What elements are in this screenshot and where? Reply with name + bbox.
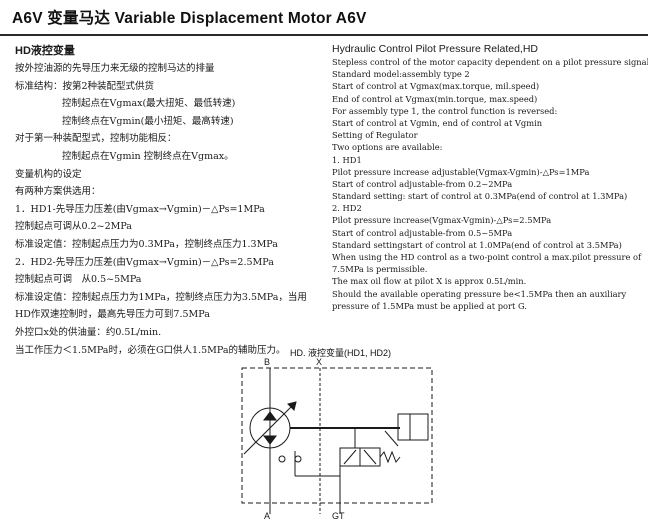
motor-arrow-top (263, 411, 277, 421)
en-line: 1. HD1 (332, 154, 362, 165)
en-line: Stepless control of the motor capacity d… (332, 57, 648, 67)
en-line: Should the available operating pressure … (332, 288, 627, 299)
en-line: Start of control at Vgmax(max.torque, mi… (332, 81, 540, 92)
en-line: Standard setting: start of control at 0.… (332, 191, 628, 202)
cn-line: 标准设定值：控制起点压力为0.3MPa，控制终点压力1.3MPa (15, 238, 278, 250)
page-title: A6V 变量马达 Variable Displacement Motor A6V (12, 10, 367, 27)
cn-line: 按外控油源的先导压力来无级的控制马达的排量 (15, 63, 215, 74)
en-line: Start of control at Vgmin, end of contro… (332, 117, 543, 128)
cn-line: 外控口x处的供油量：约0.5L/min. (15, 326, 162, 338)
cn-line: 控制起点可调从0.2~2MPa (15, 221, 132, 233)
en-line: Start of control adjustable-from 0.2~2MP… (332, 178, 513, 189)
cn-line: 控制起点在Vgmax(最大扭矩、最低转速) (62, 98, 236, 110)
en-line: 2. HD2 (332, 203, 362, 214)
motor-arrow-bottom (263, 435, 277, 445)
en-line: Setting of Regulator (332, 130, 418, 141)
port-x-label: X (316, 357, 322, 367)
en-lines: Stepless control of the motor capacity d… (332, 56, 648, 312)
en-line: When using the HD control as a two-point… (332, 252, 642, 262)
cn-line: 标准设定值：控制起点压力为1MPa，控制终点压力为3.5MPa，当用 (15, 291, 307, 303)
en-line: Two options are available: (332, 142, 443, 153)
diagram-title: HD. 液控变量(HD1, HD2) (290, 348, 392, 358)
cn-line: 控制终点在Vgmin(最小扭矩、最高转速) (62, 115, 234, 127)
variable-arrow (243, 401, 297, 455)
cn-line: 2．HD2-先导压力压差(由Vgmax→Vgmin)－△Ps=2.5MPa (15, 256, 274, 268)
cn-lines: 按外控油源的先导压力来无级的控制马达的排量标准结构：按第2种装配型式供货控制起点… (15, 60, 325, 359)
en-line: The max oil flow at pilot X is approx 0.… (332, 276, 527, 287)
cn-line: 对于第一种装配型式，控制功能相反： (15, 133, 177, 145)
hydraulic-schematic: B X A GT (241, 357, 433, 521)
port-b-label: B (264, 357, 270, 367)
en-line: Standard settingstart of control at 1.0M… (332, 239, 622, 250)
control-cylinder (397, 413, 429, 441)
english-description: Hydraulic Control Pilot Pressure Related… (332, 42, 648, 312)
en-line: For assembly type 1, the control functio… (332, 105, 558, 116)
cn-line: 当工作压力＜1.5MPa时，必须在G口供人1.5MPa的辅助压力。 (15, 344, 286, 356)
cn-line: 控制起点可调 从0.5~5MPa (15, 274, 142, 286)
page-header: A6V 变量马达 Variable Displacement Motor A6V (0, 0, 648, 36)
en-line: pressure of 1.5MPa must be applied at po… (332, 300, 527, 311)
en-line: Pilot pressure increase adjustable(Vgmax… (332, 166, 590, 177)
cn-line: 标准结构：按第2种装配型式供货 (15, 80, 155, 92)
spring-symbol (379, 450, 401, 464)
en-line: Start of control adjustable-from 0.5~5MP… (332, 227, 513, 238)
cn-line: 1．HD1-先导压力压差(由Vgmax→Vgmin)－△Ps=1MPa (15, 203, 265, 215)
cn-line: 控制起点在Vgmin 控制终点在Vgmax。 (62, 150, 234, 162)
chinese-description: HD液控变量 按外控油源的先导压力来无级的控制马达的排量标准结构：按第2种装配型… (15, 42, 325, 359)
en-line: Pilot pressure increase(Vgmax-Vgmin)-△Ps… (332, 215, 552, 226)
section-title-cn: HD液控变量 (15, 45, 75, 57)
cn-line: 变量机构的设定 (15, 168, 82, 180)
en-line: Standard model:assembly type 2 (332, 69, 470, 80)
cn-line: HD作双速控制时，最高先导压力可到7.5MPa (15, 309, 210, 321)
control-enclosure (241, 367, 433, 504)
section-title-en: Hydraulic Control Pilot Pressure Related… (332, 43, 538, 55)
cn-line: 有两种方案供选用： (15, 186, 101, 198)
port-gt-label: GT (332, 511, 345, 521)
port-a-label: A (264, 511, 270, 521)
en-line: End of control at Vgmax(min.torque, max.… (332, 93, 538, 104)
en-line: 7.5MPa is permissible. (332, 264, 428, 275)
